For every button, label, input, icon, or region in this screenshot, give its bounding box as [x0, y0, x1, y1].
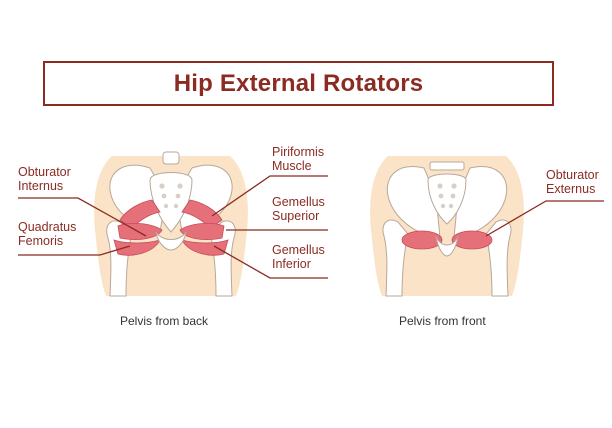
- muscles-front: [401, 230, 493, 250]
- muscles-back: [113, 199, 229, 256]
- pelvis-back-view: [94, 151, 248, 297]
- gemellus-superior-muscle: [179, 222, 225, 240]
- obturator-internus-muscle: [117, 222, 163, 240]
- caption-pelvis-front: Pelvis from front: [399, 314, 486, 328]
- pubic-bone-front: [435, 235, 459, 257]
- leader-gemellus-inferior: [213, 245, 328, 279]
- obturator-externus-muscle-left: [401, 230, 443, 250]
- left-femur-back: [106, 220, 133, 297]
- leader-obturator-internus: [18, 197, 147, 237]
- sacral-foramina-front: [437, 183, 457, 209]
- label-gemellus-superior: Gemellus Superior: [272, 195, 325, 223]
- page-title: Hip External Rotators: [173, 69, 424, 97]
- leader-obturator-externus: [485, 200, 604, 237]
- pelvis-front-view: [370, 156, 524, 297]
- sacral-foramina-back: [159, 183, 183, 209]
- vertebra-back: [162, 151, 180, 165]
- label-piriformis: Piriformis Muscle: [272, 145, 325, 173]
- obturator-externus-muscle-right: [451, 230, 493, 250]
- label-obturator-internus: Obturator Internus: [18, 165, 71, 193]
- caption-pelvis-back: Pelvis from back: [120, 314, 209, 328]
- leader-lines: [18, 175, 604, 279]
- label-quadratus-femoris: Quadratus Femoris: [18, 220, 77, 248]
- label-gemellus-inferior: Gemellus Inferior: [272, 243, 325, 271]
- leader-quadratus-femoris: [18, 245, 131, 256]
- right-femur-back: [209, 220, 236, 297]
- label-obturator-externus: Obturator Externus: [546, 168, 599, 196]
- title-box: Hip External Rotators: [43, 61, 554, 106]
- ischium-back: [155, 231, 187, 251]
- leader-piriformis: [211, 175, 328, 217]
- vertebra-front: [429, 161, 465, 171]
